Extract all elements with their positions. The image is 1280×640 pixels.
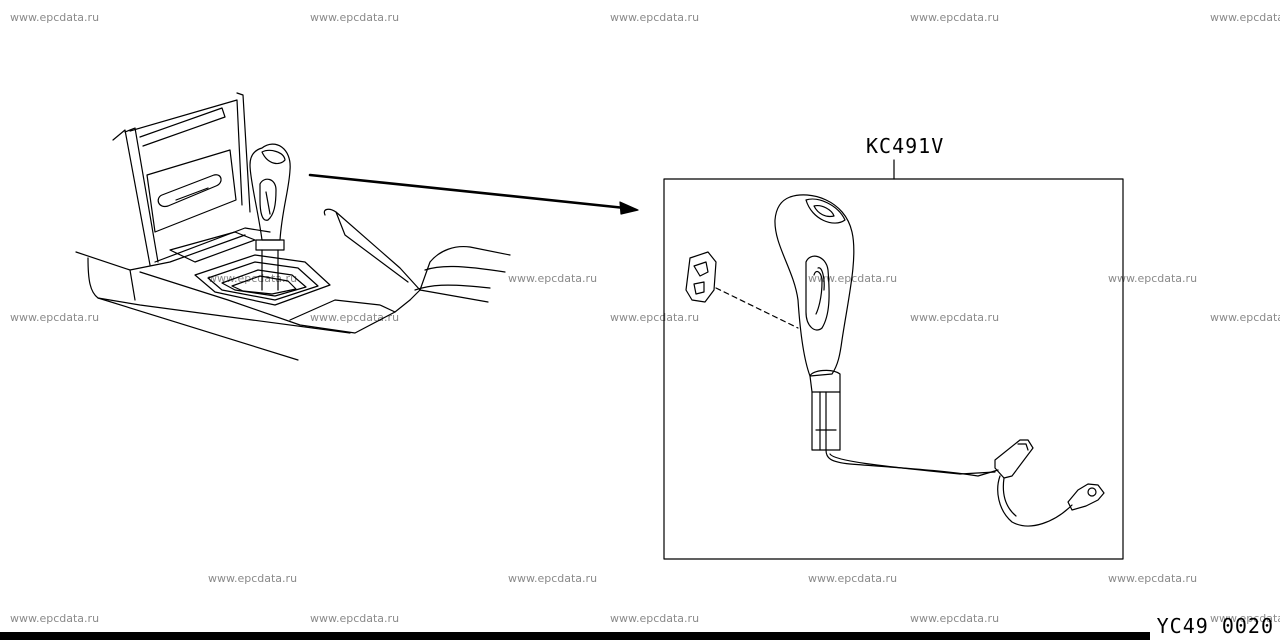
watermark: www.epcdata.ru — [508, 272, 598, 285]
watermark: www.epcdata.ru — [610, 11, 700, 24]
watermark: www.epcdata.ru — [310, 612, 400, 625]
watermark: www.epcdata.ru — [10, 11, 100, 24]
detail-frame — [663, 178, 1124, 560]
watermark: www.epcdata.ru — [10, 612, 100, 625]
center-console-illustration — [75, 92, 511, 361]
watermark: www.epcdata.ru — [1210, 612, 1280, 625]
watermark: www.epcdata.ru — [610, 311, 700, 324]
watermark: www.epcdata.ru — [208, 572, 298, 585]
watermark: www.epcdata.ru — [10, 311, 100, 324]
knob-insert-part — [685, 251, 799, 329]
watermark: www.epcdata.ru — [610, 612, 700, 625]
part-number-label: KC491V — [866, 134, 945, 158]
watermark: www.epcdata.ru — [508, 572, 598, 585]
watermark: www.epcdata.ru — [1108, 272, 1198, 285]
watermark: www.epcdata.ru — [910, 612, 1000, 625]
diagram-code-label: YC49 0020 — [1156, 614, 1274, 638]
watermark: www.epcdata.ru — [1210, 11, 1280, 24]
watermark: www.epcdata.ru — [310, 11, 400, 24]
watermark: www.epcdata.ru — [910, 11, 1000, 24]
shift-knob-assembly — [774, 194, 1105, 527]
watermark: www.epcdata.ru — [1108, 572, 1198, 585]
watermark: www.epcdata.ru — [1210, 311, 1280, 324]
callout-arrow — [308, 173, 639, 215]
watermark: www.epcdata.ru — [310, 311, 400, 324]
bottom-bar — [0, 632, 1150, 640]
watermark: www.epcdata.ru — [808, 572, 898, 585]
watermark: www.epcdata.ru — [910, 311, 1000, 324]
watermark: www.epcdata.ru — [808, 272, 898, 285]
